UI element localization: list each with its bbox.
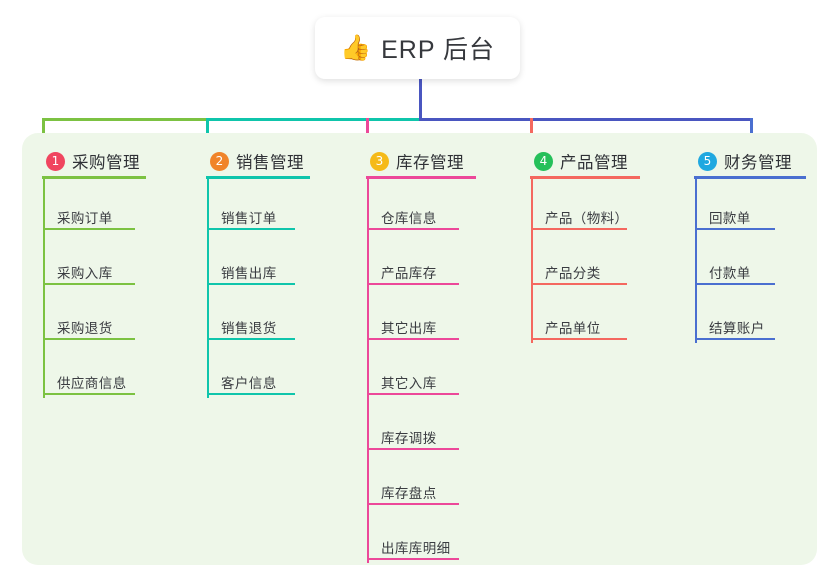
leaf-label-3-7[interactable]: 出库库明细 xyxy=(381,541,451,556)
column-rule-5 xyxy=(694,176,806,179)
column-spine-2 xyxy=(207,179,209,398)
leaf-label-1-1[interactable]: 采购订单 xyxy=(57,211,113,226)
leaf-label-4-1[interactable]: 产品（物料） xyxy=(545,211,629,226)
leaf-rule-3-6 xyxy=(367,503,459,505)
leaf-rule-5-1 xyxy=(695,228,775,230)
leaf-label-5-2[interactable]: 付款单 xyxy=(709,266,751,281)
leaf-label-1-2[interactable]: 采购入库 xyxy=(57,266,113,281)
drop-line-3 xyxy=(366,118,369,146)
drop-line-1 xyxy=(42,118,45,146)
leaf-rule-4-1 xyxy=(531,228,627,230)
column-title-5: 财务管理 xyxy=(724,154,792,172)
leaf-rule-5-3 xyxy=(695,338,775,340)
column-title-3: 库存管理 xyxy=(396,154,464,172)
leaf-label-1-3[interactable]: 采购退货 xyxy=(57,321,113,336)
column-spine-1 xyxy=(43,179,45,398)
column-rule-4 xyxy=(530,176,640,179)
leaf-label-5-3[interactable]: 结算账户 xyxy=(709,321,765,336)
leaf-rule-4-2 xyxy=(531,283,627,285)
leaf-label-4-2[interactable]: 产品分类 xyxy=(545,266,601,281)
leaf-label-3-4[interactable]: 其它入库 xyxy=(381,376,437,391)
leaf-rule-3-5 xyxy=(367,448,459,450)
leaf-rule-2-4 xyxy=(207,393,295,395)
column-title-4: 产品管理 xyxy=(560,154,628,172)
column-badge-2: 2 xyxy=(210,151,229,171)
leaf-rule-3-3 xyxy=(367,338,459,340)
leaf-rule-2-3 xyxy=(207,338,295,340)
leaf-rule-1-3 xyxy=(43,338,135,340)
drop-line-2 xyxy=(206,118,209,146)
column-spine-3 xyxy=(367,179,369,563)
column-spine-5 xyxy=(695,179,697,343)
leaf-label-3-3[interactable]: 其它出库 xyxy=(381,321,437,336)
leaf-label-5-1[interactable]: 回款单 xyxy=(709,211,751,226)
column-spine-4 xyxy=(531,179,533,343)
leaf-rule-1-1 xyxy=(43,228,135,230)
leaf-rule-2-1 xyxy=(207,228,295,230)
leaf-label-2-3[interactable]: 销售退货 xyxy=(221,321,277,336)
leaf-label-3-1[interactable]: 仓库信息 xyxy=(381,211,437,226)
column-header-3[interactable]: 3 库存管理 xyxy=(370,148,464,174)
root-title: ERP 后台 xyxy=(381,36,496,64)
root-node[interactable]: 👍 ERP 后台 xyxy=(315,17,520,79)
column-header-2[interactable]: 2 销售管理 xyxy=(210,148,304,174)
leaf-rule-2-2 xyxy=(207,283,295,285)
root-trunk-line xyxy=(419,78,422,121)
bus-segment-3 xyxy=(419,118,753,121)
leaf-rule-3-2 xyxy=(367,283,459,285)
leaf-rule-1-2 xyxy=(43,283,135,285)
branch-panel xyxy=(22,133,817,565)
column-title-1: 采购管理 xyxy=(72,154,140,172)
leaf-rule-3-4 xyxy=(367,393,459,395)
column-rule-3 xyxy=(366,176,476,179)
leaf-label-1-4[interactable]: 供应商信息 xyxy=(57,376,127,391)
column-rule-1 xyxy=(42,176,146,179)
column-header-4[interactable]: 4 产品管理 xyxy=(534,148,628,174)
drop-line-5 xyxy=(750,118,753,146)
column-rule-2 xyxy=(206,176,310,179)
column-badge-3: 3 xyxy=(370,151,389,171)
bus-segment-2 xyxy=(206,118,422,121)
leaf-label-4-3[interactable]: 产品单位 xyxy=(545,321,601,336)
drop-line-4 xyxy=(530,118,533,146)
leaf-rule-4-3 xyxy=(531,338,627,340)
leaf-label-3-2[interactable]: 产品库存 xyxy=(381,266,437,281)
column-badge-5: 5 xyxy=(698,151,717,171)
leaf-label-2-4[interactable]: 客户信息 xyxy=(221,376,277,391)
leaf-label-2-2[interactable]: 销售出库 xyxy=(221,266,277,281)
leaf-label-3-5[interactable]: 库存调拨 xyxy=(381,431,437,446)
column-title-2: 销售管理 xyxy=(236,154,304,172)
bus-segment-1 xyxy=(42,118,209,121)
column-header-5[interactable]: 5 财务管理 xyxy=(698,148,792,174)
leaf-rule-1-4 xyxy=(43,393,135,395)
leaf-rule-3-1 xyxy=(367,228,459,230)
thumbs-up-icon: 👍 xyxy=(339,33,372,62)
column-header-1[interactable]: 1 采购管理 xyxy=(46,148,140,174)
leaf-rule-3-7 xyxy=(367,558,459,560)
column-badge-4: 4 xyxy=(534,151,553,171)
leaf-label-3-6[interactable]: 库存盘点 xyxy=(381,486,437,501)
leaf-label-2-1[interactable]: 销售订单 xyxy=(221,211,277,226)
leaf-rule-5-2 xyxy=(695,283,775,285)
column-badge-1: 1 xyxy=(46,151,65,171)
